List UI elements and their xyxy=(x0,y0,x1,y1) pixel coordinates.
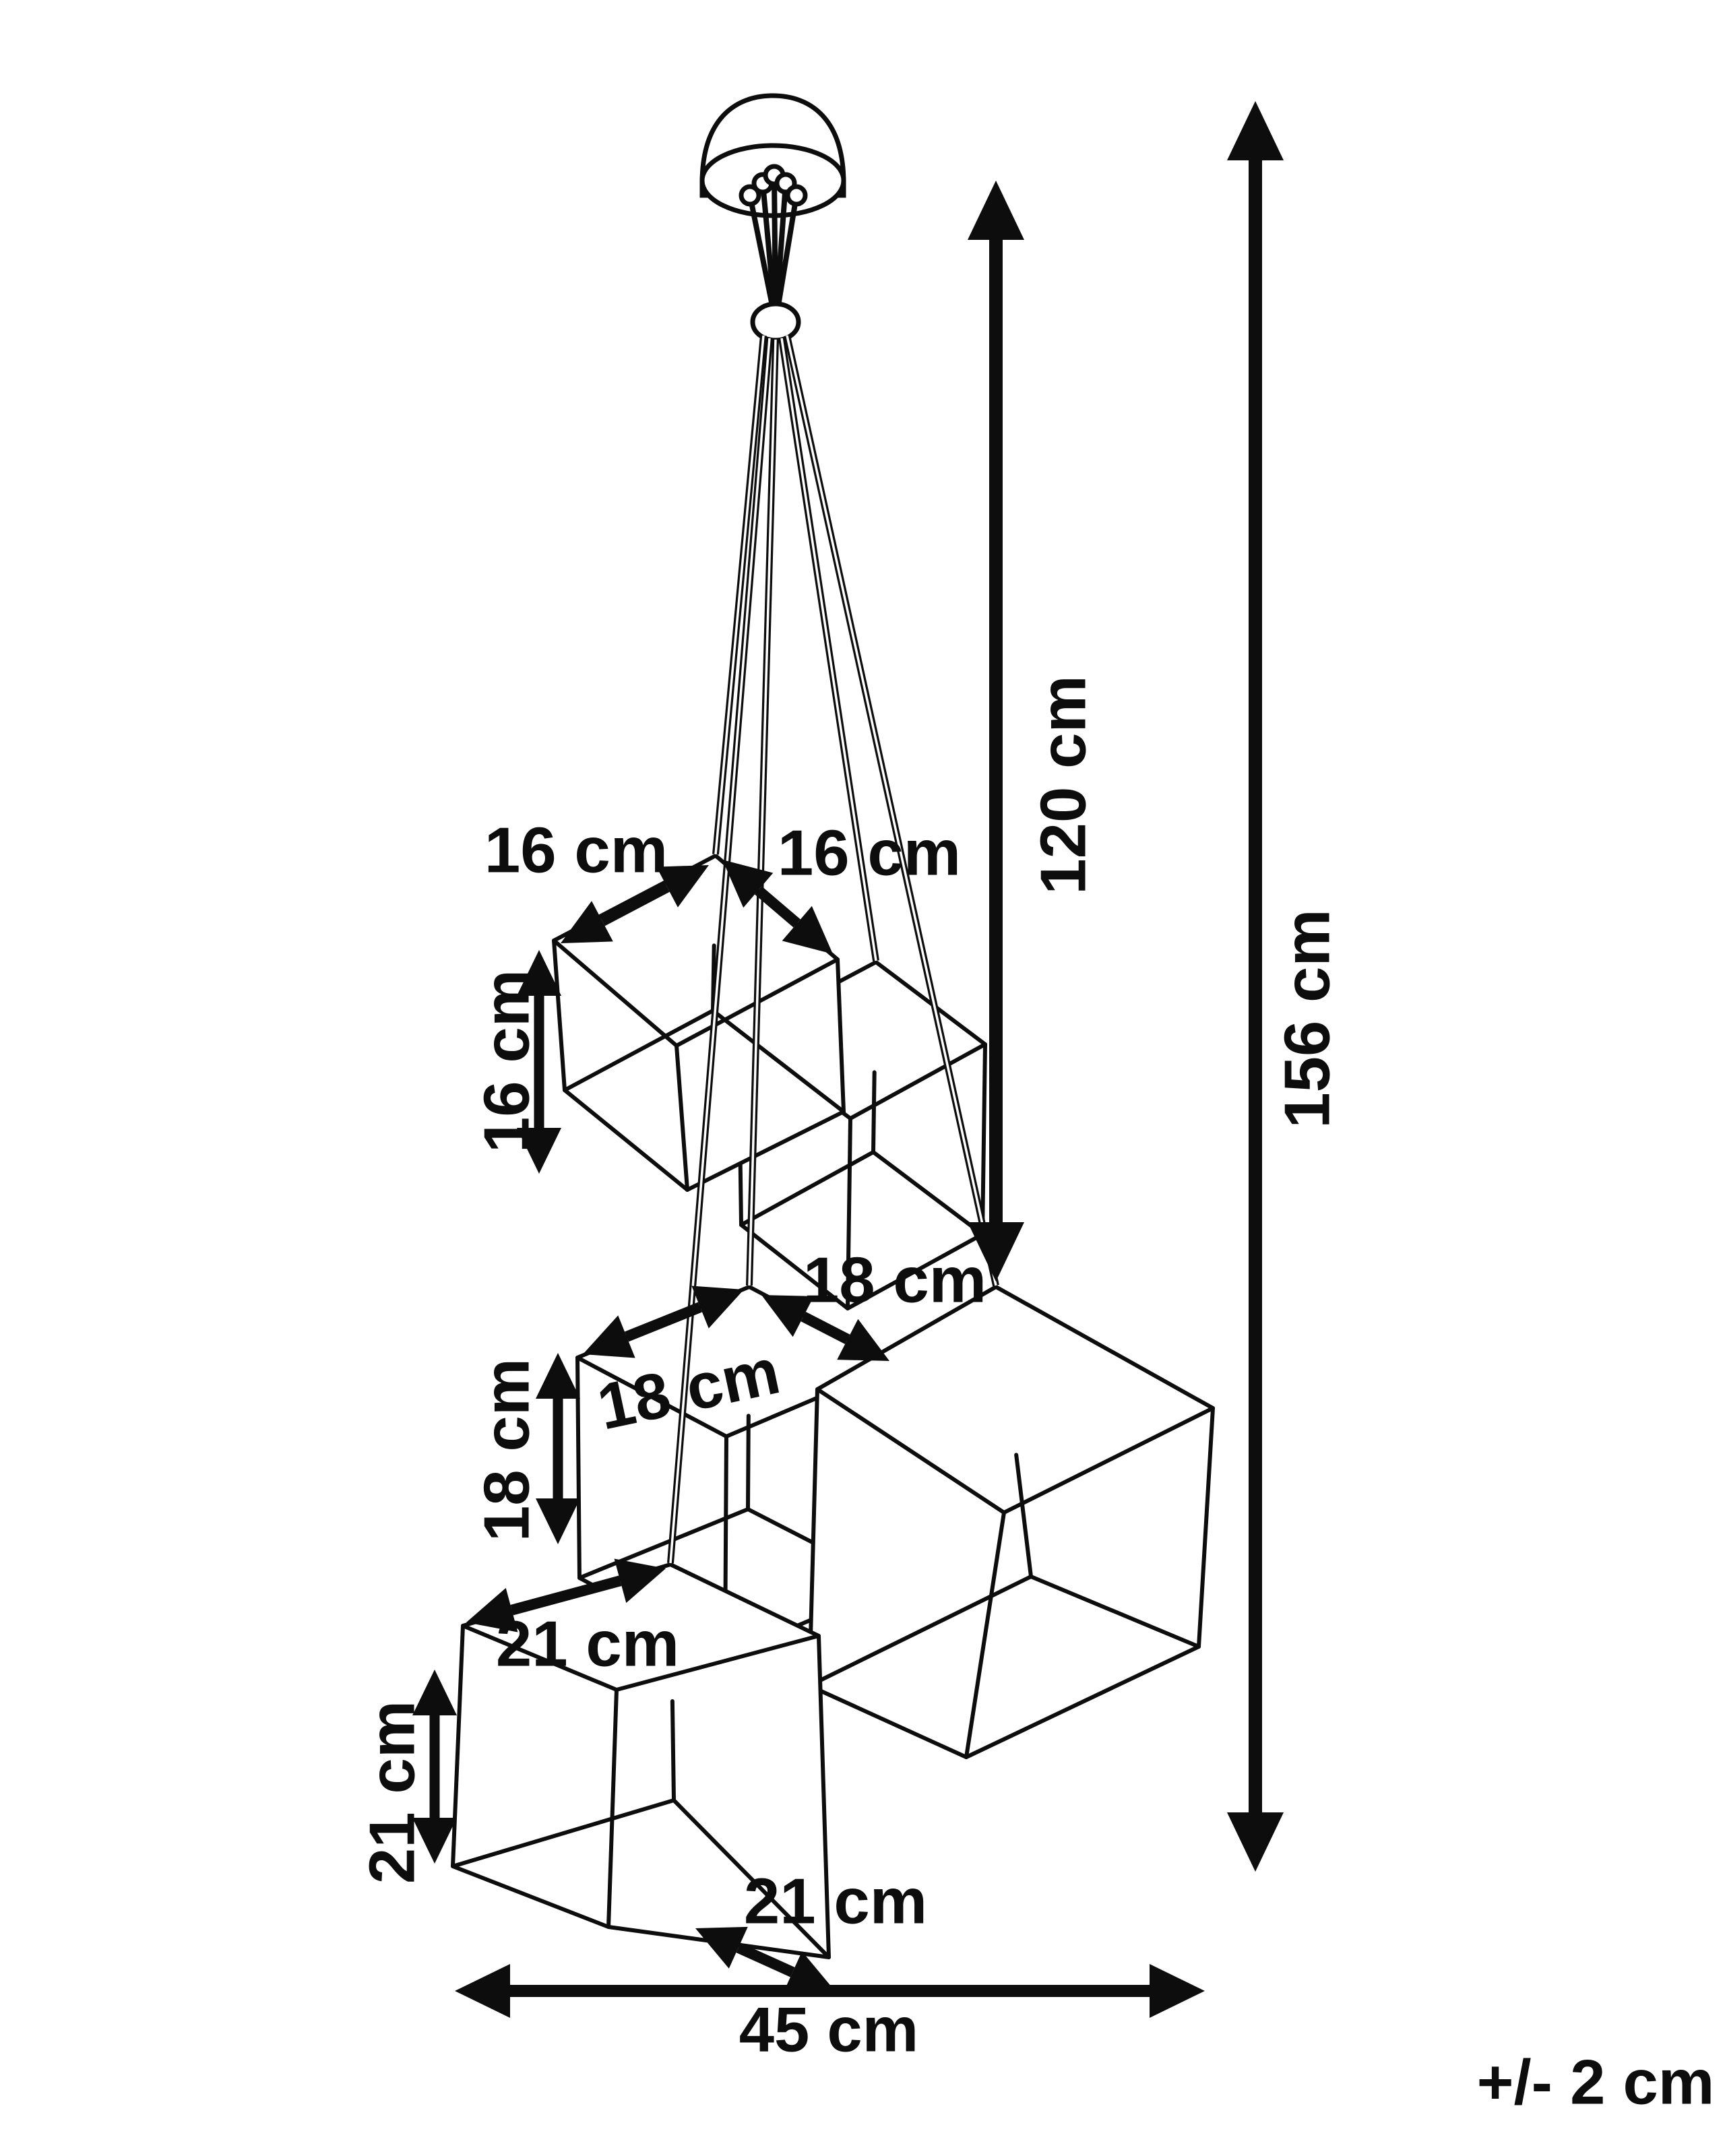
dim-arrow-drop-120 xyxy=(968,181,1024,1281)
dimension-label-overall-width: 45 cm xyxy=(739,1994,919,2065)
dimension-label-cube21-width: 21 cm xyxy=(496,1608,679,1680)
dim-arrow-16-depth xyxy=(722,860,833,954)
dimension-label-cube18-height: 18 cm xyxy=(471,1358,543,1542)
cable-end-ball xyxy=(739,184,761,207)
dimension-label-cube18-depth: 18 cm xyxy=(803,1244,986,1317)
dim-arrow-16-height xyxy=(517,950,561,1174)
dimension-label-drop-length: 120 cm xyxy=(1028,675,1100,895)
cube-shade-18-right xyxy=(807,1285,1215,1759)
cable-end-ball xyxy=(785,184,808,207)
dimension-label-cube16-depth: 16 cm xyxy=(778,817,961,889)
dim-arrow-21-height xyxy=(412,1670,457,1864)
canopy-cable-stubs xyxy=(739,164,808,323)
dim-arrow-total-156 xyxy=(1227,101,1284,1872)
dim-arrow-21-depth xyxy=(695,1926,836,1994)
dim-arrow-18-height xyxy=(536,1353,580,1544)
dimension-label-cube21-depth: 21 cm xyxy=(744,1866,927,1938)
pendant-cables xyxy=(667,334,999,1564)
cable-knot xyxy=(750,301,801,343)
dim-arrow-21-width xyxy=(466,1558,666,1632)
cube-shade-21 xyxy=(451,1562,831,1959)
dimension-label-total-height: 156 cm xyxy=(1272,909,1344,1129)
dimension-label-cube21-height: 21 cm xyxy=(356,1701,429,1884)
dimension-label-cube16-height: 16 cm xyxy=(471,970,543,1153)
dim-arrow-16-width xyxy=(561,865,709,943)
dimension-label-cube16-width: 16 cm xyxy=(484,815,668,887)
dimension-label-tolerance: +/- 2 cm xyxy=(1477,2047,1715,2118)
dim-arrow-18-depth xyxy=(761,1295,889,1361)
dim-arrow-18-width xyxy=(583,1286,744,1358)
dim-arrow-width-45 xyxy=(455,1964,1205,2018)
